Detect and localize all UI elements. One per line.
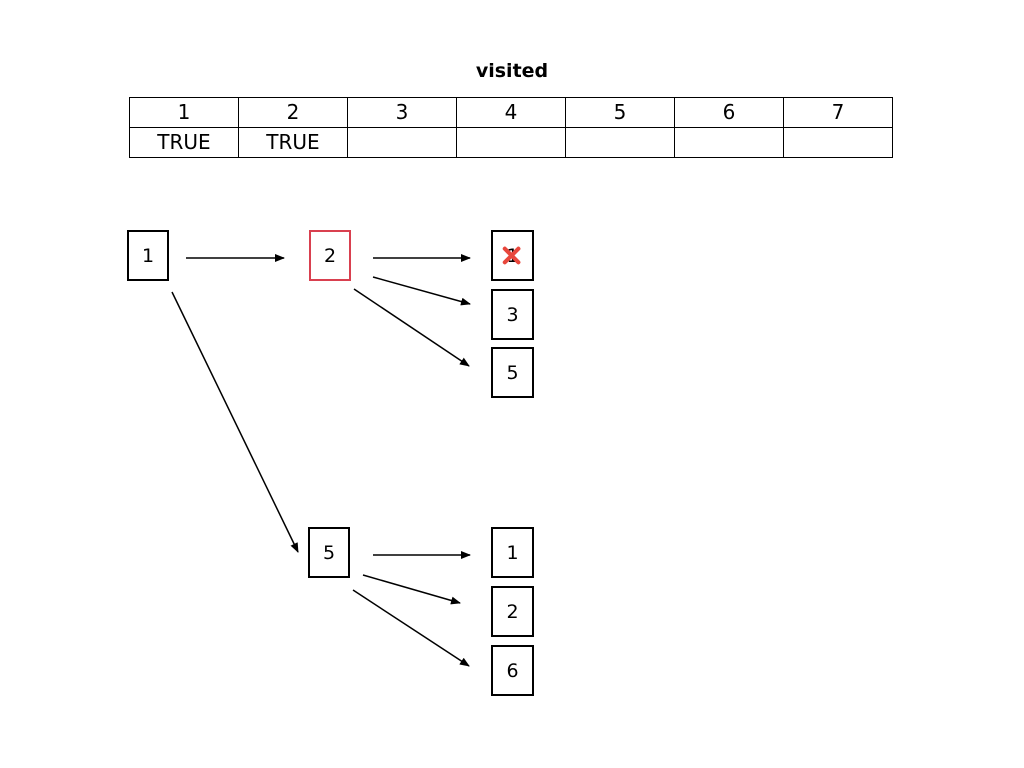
tree-node-root: 1: [127, 230, 169, 281]
tree-node: 5: [308, 527, 350, 578]
value-cell: [456, 127, 566, 158]
tree-node: 5: [491, 347, 534, 398]
table-value-row: TRUE TRUE: [129, 127, 893, 158]
header-cell: 3: [347, 97, 457, 128]
header-cell: 2: [238, 97, 348, 128]
table-title: visited: [475, 60, 549, 82]
header-cell: 7: [783, 97, 893, 128]
table-header-row: 1 2 3 4 5 6 7: [129, 97, 893, 128]
header-cell: 1: [129, 97, 239, 128]
tree-node: 6: [491, 645, 534, 696]
tree-node-visited: 1: [491, 230, 534, 281]
header-cell: 4: [456, 97, 566, 128]
edge-1-to-5: [171, 291, 299, 553]
tree-node-current: 2: [309, 230, 351, 281]
value-cell: [347, 127, 457, 158]
value-cell: TRUE: [238, 127, 348, 158]
tree-node: 3: [491, 289, 534, 340]
tree-node: 1: [491, 527, 534, 578]
tree-node: 2: [491, 586, 534, 637]
edge-5-to-2: [362, 574, 461, 605]
value-cell: [783, 127, 893, 158]
visited-table: 1 2 3 4 5 6 7 TRUE TRUE: [129, 97, 893, 158]
value-cell: TRUE: [129, 127, 239, 158]
edge-2-to-5: [353, 288, 470, 367]
value-cell: [565, 127, 675, 158]
edge-5-to-6: [352, 589, 470, 667]
edge-2-to-3: [372, 276, 471, 306]
value-cell: [674, 127, 784, 158]
node-label: 1: [506, 244, 519, 267]
